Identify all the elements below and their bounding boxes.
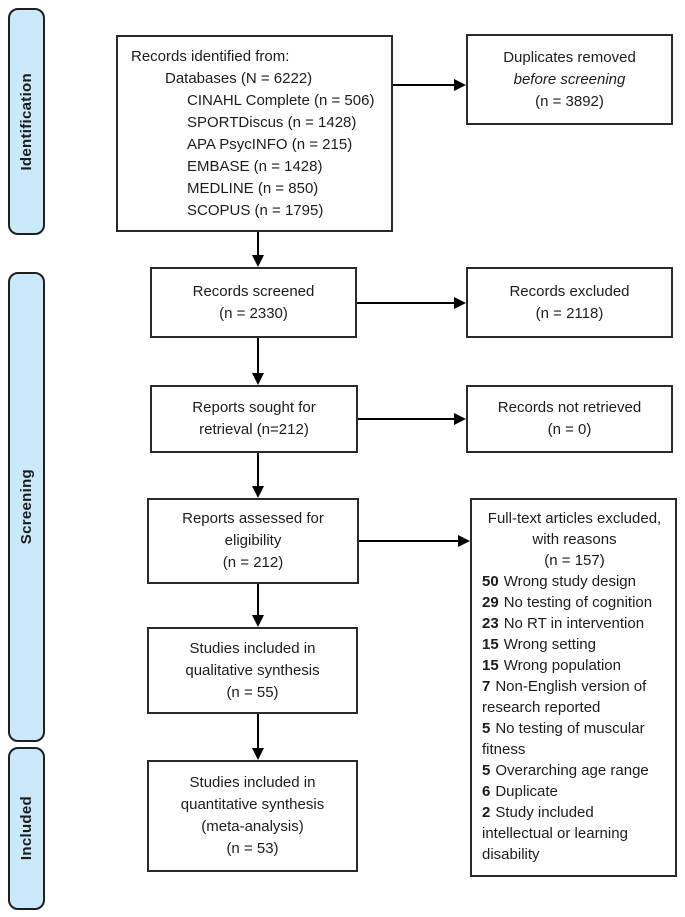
arrow-identified-to-screened bbox=[252, 232, 264, 267]
stage-screening-label: Screening bbox=[18, 469, 35, 545]
qualitative-line2: qualitative synthesis bbox=[185, 661, 320, 679]
assessed-line2: eligibility bbox=[224, 532, 282, 549]
source-sportdiscus: SPORTDiscus (n = 1428) bbox=[187, 114, 357, 131]
fulltext-line1: Full-text articles excluded, bbox=[487, 510, 662, 527]
stage-identification: Identification bbox=[8, 8, 45, 235]
sought-count: retrieval (n=212) bbox=[199, 421, 309, 438]
sought-line1: Reports sought for bbox=[192, 399, 316, 416]
arrow-screened-to-excluded bbox=[357, 297, 466, 309]
qualitative-line1: Studies included in bbox=[189, 639, 316, 657]
records-identified-heading: Records identified from: bbox=[131, 48, 290, 65]
box-fulltext-excluded: Full-text articles excluded, with reason… bbox=[470, 498, 677, 877]
box-records-not-retrieved: Records not retrieved (n = 0) bbox=[466, 385, 673, 453]
duplicates-count: (n = 3892) bbox=[535, 92, 604, 110]
quantitative-line3: (meta-analysis) bbox=[201, 818, 304, 835]
box-records-screened: Records screened (n = 2330) bbox=[150, 267, 357, 338]
fulltext-line2: with reasons bbox=[532, 531, 617, 548]
stage-included-label: Included bbox=[18, 796, 35, 861]
records-identified-databases: Databases (N = 6222) bbox=[165, 70, 313, 87]
screened-line1: Records screened bbox=[192, 282, 315, 300]
arrow-qualitative-to-quantitative bbox=[252, 714, 264, 760]
quantitative-line2: quantitative synthesis bbox=[180, 796, 325, 813]
arrow-assessed-to-fulltext bbox=[359, 535, 470, 547]
arrow-identified-to-duplicates bbox=[393, 79, 466, 91]
not-retrieved-count: (n = 0) bbox=[547, 421, 592, 438]
not-retrieved-line1: Records not retrieved bbox=[497, 399, 642, 416]
excluded-count: (n = 2118) bbox=[535, 304, 604, 322]
quantitative-line1: Studies included in bbox=[189, 774, 316, 791]
arrow-screened-to-sought bbox=[252, 338, 264, 385]
stage-included: Included bbox=[8, 747, 45, 910]
box-qualitative-synthesis: Studies included in qualitative synthesi… bbox=[147, 627, 358, 714]
stage-screening: Screening bbox=[8, 272, 45, 742]
quantitative-count: (n = 53) bbox=[226, 840, 279, 857]
excluded-line1: Records excluded bbox=[509, 282, 630, 300]
arrow-assessed-to-qualitative bbox=[252, 584, 264, 627]
screened-count: (n = 2330) bbox=[219, 304, 288, 322]
qualitative-count: (n = 55) bbox=[226, 683, 279, 701]
box-records-identified: Records identified from: Databases (N = … bbox=[116, 35, 393, 232]
fulltext-count: (n = 157) bbox=[544, 552, 605, 569]
box-records-excluded: Records excluded (n = 2118) bbox=[466, 267, 673, 338]
duplicates-line2: before screening bbox=[513, 70, 626, 88]
source-embase: EMBASE (n = 1428) bbox=[187, 158, 323, 175]
box-reports-sought: Reports sought for retrieval (n=212) bbox=[150, 385, 358, 453]
assessed-count: (n = 212) bbox=[222, 554, 284, 571]
source-psycinfo: APA PsycINFO (n = 215) bbox=[187, 136, 353, 153]
arrow-sought-to-not-retrieved bbox=[358, 413, 466, 425]
arrow-sought-to-assessed bbox=[252, 453, 264, 498]
source-scopus: SCOPUS (n = 1795) bbox=[187, 202, 324, 219]
duplicates-line1: Duplicates removed bbox=[503, 48, 636, 66]
box-reports-assessed: Reports assessed for eligibility (n = 21… bbox=[147, 498, 359, 584]
box-duplicates-removed: Duplicates removed before screening (n =… bbox=[466, 34, 673, 125]
source-medline: MEDLINE (n = 850) bbox=[187, 180, 319, 197]
source-cinahl: CINAHL Complete (n = 506) bbox=[187, 92, 375, 109]
assessed-line1: Reports assessed for bbox=[182, 510, 324, 527]
box-quantitative-synthesis: Studies included in quantitative synthes… bbox=[147, 760, 358, 872]
stage-identification-label: Identification bbox=[18, 72, 35, 171]
